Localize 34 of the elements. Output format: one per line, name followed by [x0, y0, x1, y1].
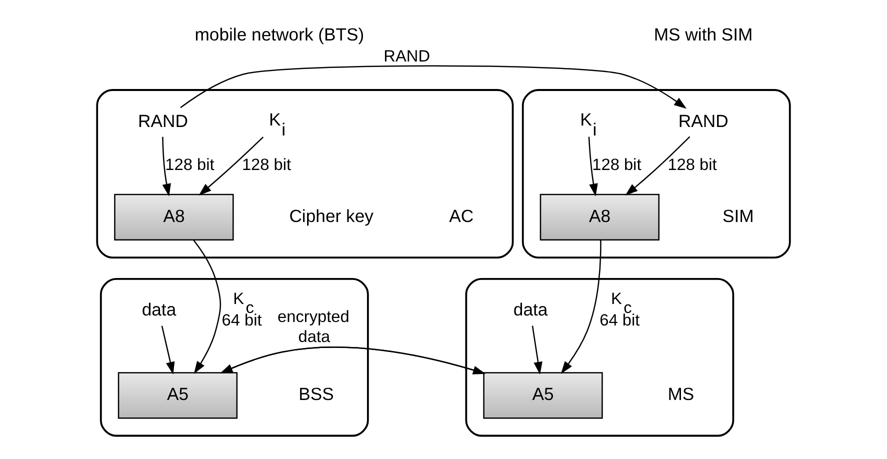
arrow — [162, 136, 171, 196]
node-box: A5 — [483, 372, 603, 419]
node-label: MS — [668, 384, 694, 404]
cluster — [96, 89, 514, 258]
cluster — [100, 278, 369, 437]
node-label: AC — [449, 206, 474, 226]
node-label: SIM — [722, 206, 754, 226]
arrow — [161, 326, 175, 374]
edge-label: encrypted data — [278, 308, 350, 346]
cluster — [465, 278, 734, 437]
arrow — [532, 326, 542, 375]
node-text: data — [513, 300, 548, 320]
edge-label: 128 bit — [242, 156, 292, 174]
node-text: data — [142, 300, 176, 320]
label: mobile network (BTS) — [194, 24, 364, 44]
edge-label: 128 bit — [668, 156, 717, 174]
node-label: Cipher key — [289, 206, 374, 226]
node-label: BSS — [298, 384, 334, 404]
arrow — [180, 65, 687, 109]
node-text: RAND — [678, 110, 728, 131]
edge-label: RAND — [384, 47, 430, 66]
cluster — [522, 89, 791, 258]
node-box: A8 — [114, 194, 234, 241]
arrow — [198, 136, 264, 196]
arrow — [193, 240, 222, 374]
node-text: RAND — [138, 110, 188, 131]
node-box: A8 — [540, 194, 660, 241]
arrow — [560, 240, 602, 374]
label: MS with SIM — [654, 24, 753, 44]
edge-label: 128 bit — [592, 156, 642, 174]
arrow — [625, 136, 690, 196]
node-box: A5 — [118, 372, 238, 419]
arrow — [588, 136, 598, 196]
edge-label: 128 bit — [165, 156, 214, 174]
